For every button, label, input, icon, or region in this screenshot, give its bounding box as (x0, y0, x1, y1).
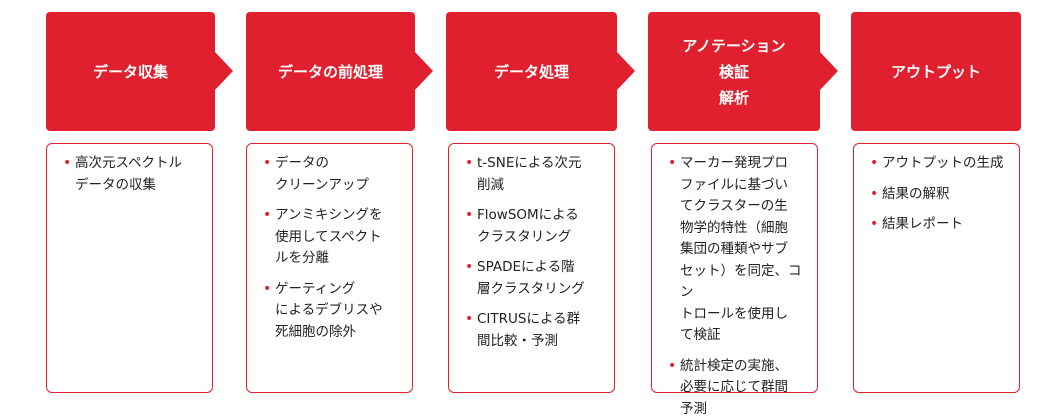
bullet-list: データの クリーンアップ アンミキシングを 使用してスペクト ルを分離 ゲーティ… (247, 144, 412, 343)
step-title: データ収集 (93, 59, 168, 85)
list-item: 統計検定の実施、 必要に応じて群間 予測 (668, 356, 811, 420)
step-header-annotation: アノテーション 検証 解析 (648, 12, 820, 131)
list-item: アンミキシングを 使用してスペクト ルを分離 (263, 205, 406, 270)
flow-arrow-icon (215, 52, 233, 90)
list-item: t-SNEによる次元 削減 (465, 153, 608, 196)
bullet-list: 高次元スペクトル データの収集 (47, 144, 212, 196)
bullet-list: t-SNEによる次元 削減 FlowSOMによる クラスタリング SPADEによ… (449, 144, 614, 352)
list-item: FlowSOMによる クラスタリング (465, 205, 608, 248)
step-title: アウトプット (891, 59, 981, 85)
bullet-list: アウトプットの生成 結果の解釈 結果レポート (854, 144, 1019, 236)
step-card-annotation: マーカー発現プロ ファイルに基づい てクラスターの生 物学的特性（細胞 集団の種… (651, 143, 818, 393)
step-title: データ処理 (494, 59, 569, 85)
list-item: アウトプットの生成 (870, 153, 1013, 175)
step-card-preprocessing: データの クリーンアップ アンミキシングを 使用してスペクト ルを分離 ゲーティ… (246, 143, 413, 393)
list-item: データの クリーンアップ (263, 153, 406, 196)
flow-arrow-icon (617, 52, 635, 90)
bullet-list: マーカー発現プロ ファイルに基づい てクラスターの生 物学的特性（細胞 集団の種… (652, 144, 817, 420)
list-item: 結果レポート (870, 214, 1013, 236)
list-item: 結果の解釈 (870, 184, 1013, 206)
step-header-collection: データ収集 (46, 12, 215, 131)
step-card-processing: t-SNEによる次元 削減 FlowSOMによる クラスタリング SPADEによ… (448, 143, 615, 393)
step-title: データの前処理 (278, 59, 383, 85)
list-item: CITRUSによる群 間比較・予測 (465, 309, 608, 352)
step-header-processing: データ処理 (446, 12, 617, 131)
step-title: アノテーション 検証 解析 (682, 33, 785, 111)
step-header-preprocessing: データの前処理 (246, 12, 415, 131)
list-item: SPADEによる階 層クラスタリング (465, 257, 608, 300)
list-item: マーカー発現プロ ファイルに基づい てクラスターの生 物学的特性（細胞 集団の種… (668, 153, 811, 347)
step-card-output: アウトプットの生成 結果の解釈 結果レポート (853, 143, 1020, 393)
step-header-output: アウトプット (851, 12, 1021, 131)
list-item: 高次元スペクトル データの収集 (63, 153, 206, 196)
flow-arrow-icon (415, 52, 433, 90)
list-item: ゲーティング によるデブリスや 死細胞の除外 (263, 279, 406, 344)
step-card-collection: 高次元スペクトル データの収集 (46, 143, 213, 393)
flow-arrow-icon (820, 52, 838, 90)
